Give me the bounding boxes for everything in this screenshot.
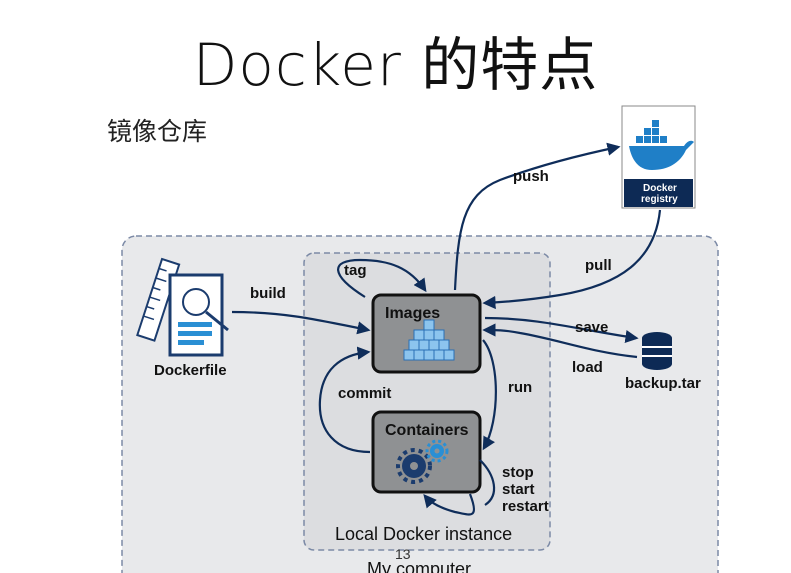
save-label: save — [575, 319, 608, 336]
stop-label: stop — [502, 464, 534, 481]
containers-label: Containers — [385, 422, 469, 439]
tag-label: tag — [344, 262, 367, 279]
docker-whale-icon — [629, 120, 694, 170]
save-arrow — [484, 316, 639, 344]
slide-title: Docker 的特点 — [192, 31, 599, 99]
pull-label: pull — [585, 257, 612, 274]
start-label: start — [502, 481, 535, 498]
run-label: run — [508, 379, 532, 396]
stacked-cubes-icon — [403, 319, 455, 361]
registry-label-line1: Docker — [643, 183, 677, 194]
restart-label: restart — [502, 498, 549, 515]
images-node: Images — [371, 293, 482, 374]
registry-label-line2: registry — [641, 194, 678, 205]
backup-database-icon — [642, 332, 672, 370]
backup-tar-label: backup.tar — [625, 375, 701, 392]
commit-label: commit — [338, 385, 391, 402]
build-label: build — [250, 285, 286, 302]
slide-subtitle: 镜像仓库 — [107, 117, 208, 146]
my-computer-label: My computer — [367, 559, 471, 573]
dockerfile-icon — [136, 257, 229, 357]
docker-registry-node: Docker registry — [621, 105, 696, 209]
tag-arrow — [337, 258, 427, 298]
local-docker-instance-label: Local Docker instance — [335, 524, 512, 544]
page-number: 13 — [395, 546, 411, 562]
dockerfile-label: Dockerfile — [154, 362, 227, 379]
commit-arrow — [318, 346, 371, 454]
load-arrow — [482, 323, 638, 359]
run-arrow — [482, 339, 497, 451]
load-label: load — [572, 359, 603, 376]
containers-node: Containers — [371, 410, 482, 494]
push-arrow — [453, 142, 621, 291]
push-label: push — [513, 168, 549, 185]
images-label: Images — [385, 305, 440, 322]
stop-start-restart-arrow — [423, 493, 476, 516]
pull-arrow — [482, 209, 662, 310]
gears-icon — [396, 439, 449, 484]
build-arrow — [231, 310, 371, 335]
